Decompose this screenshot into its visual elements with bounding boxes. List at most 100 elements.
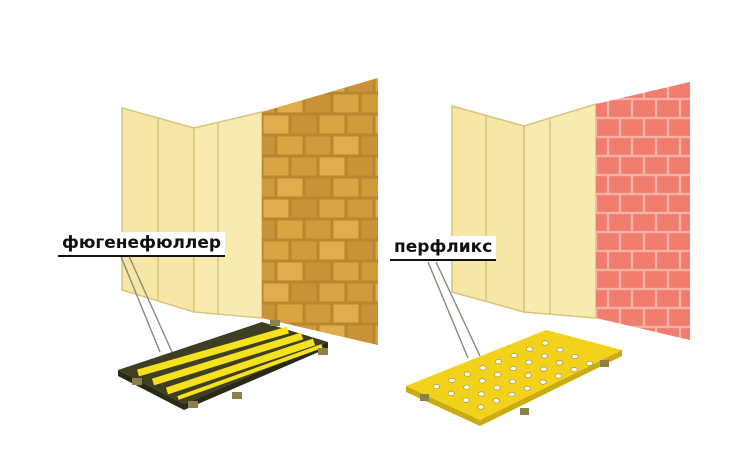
stone-block [277, 304, 303, 323]
perforation-dot [477, 404, 485, 410]
stone-block [262, 178, 275, 197]
stone-block [361, 304, 378, 323]
stone-block [375, 283, 378, 302]
perforation-dot [541, 340, 549, 346]
stone-block [375, 241, 378, 260]
brick [596, 176, 607, 193]
perforation-dot [447, 390, 455, 396]
brick [657, 214, 679, 231]
stone-block [361, 178, 378, 197]
brick [597, 157, 619, 174]
stone-block [333, 220, 359, 239]
perforation-dot [525, 359, 533, 365]
right-gypsum-panel-front [523, 102, 597, 319]
brick [645, 309, 667, 326]
perforation-dot [509, 365, 517, 371]
stone-block [347, 241, 373, 260]
brick [657, 176, 679, 193]
brick [621, 271, 643, 288]
perforation-dot [495, 359, 503, 365]
brick [669, 233, 690, 250]
brick [633, 100, 655, 117]
stone-block [262, 220, 275, 239]
stone-block [333, 136, 359, 155]
stone-block [277, 178, 303, 197]
stone-block [263, 241, 289, 260]
brick [633, 214, 655, 231]
stone-block [347, 325, 373, 344]
brick [633, 290, 655, 307]
brick [693, 81, 715, 98]
brick [657, 328, 679, 340]
brick [609, 100, 631, 117]
stone-block [319, 241, 345, 260]
stone-block [361, 94, 378, 113]
stone-block [361, 262, 378, 281]
brick [645, 195, 667, 212]
brick [596, 290, 607, 307]
brick [633, 176, 655, 193]
brick [596, 252, 607, 269]
stone-block [263, 199, 289, 218]
perflix-pad [406, 330, 622, 426]
brick [669, 82, 690, 98]
stone-block [291, 283, 317, 302]
stone-block [375, 325, 378, 344]
perforation-dot [555, 360, 563, 366]
brick [609, 176, 631, 193]
perforation-dot [524, 372, 532, 378]
perforation-dot [493, 385, 501, 391]
stone-block [319, 78, 345, 92]
brick [621, 119, 643, 136]
brick [597, 309, 619, 326]
stone-block [334, 347, 359, 365]
brick [681, 176, 690, 193]
perforation-dot [508, 391, 516, 397]
brick [597, 82, 619, 98]
stone-block [333, 94, 359, 113]
stone-block [347, 115, 373, 134]
stone-block [361, 136, 378, 155]
right-pointer-line [427, 261, 469, 359]
stone-block [333, 304, 359, 323]
perforation-dot [463, 371, 471, 377]
perforation-dot [479, 365, 487, 371]
brick [609, 290, 631, 307]
stone-block [375, 199, 378, 218]
stone-block [291, 199, 317, 218]
perforation-dot [462, 397, 470, 403]
stone-block [263, 283, 289, 302]
stone-block [277, 262, 303, 281]
stone-block [305, 304, 331, 323]
right-scene [406, 81, 715, 426]
right-gypsum-panel-back [451, 105, 525, 313]
stone-block [347, 78, 373, 92]
stone-block [305, 220, 331, 239]
stone-block [319, 115, 345, 134]
perforation-dot [556, 347, 564, 353]
stone-block [347, 283, 373, 302]
stone-block [333, 178, 359, 197]
perforation-dot [432, 384, 440, 390]
left-scene [118, 78, 378, 410]
perforation-dot [492, 398, 500, 404]
brick [597, 233, 619, 250]
perforation-dot [510, 352, 518, 358]
brick [693, 233, 715, 250]
brick [681, 290, 690, 307]
brick [693, 119, 715, 136]
stone-block [375, 157, 378, 176]
stone-block [319, 283, 345, 302]
brick [645, 271, 667, 288]
stone-block [305, 178, 331, 197]
label-perflix: перфликс [390, 236, 497, 261]
stone-block [262, 136, 275, 155]
brick-wall [596, 81, 715, 340]
left-pointer-line [119, 253, 161, 353]
stone-block [319, 157, 345, 176]
brick [681, 252, 690, 269]
perforation-dot [477, 391, 485, 397]
stone-block [375, 78, 378, 92]
stone-block [262, 304, 275, 323]
